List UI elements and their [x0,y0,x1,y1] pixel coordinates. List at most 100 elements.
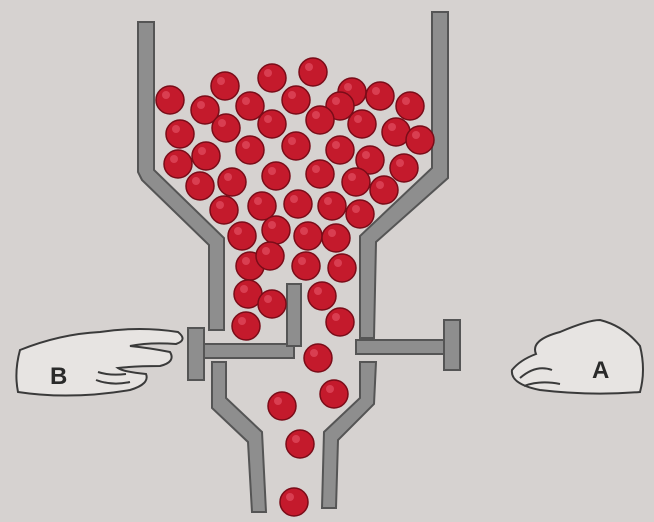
ball [192,142,220,170]
ball-highlight [348,173,356,181]
ball [280,488,308,516]
hand-b-outline [16,329,182,396]
ball [232,312,260,340]
ball [396,92,424,120]
ball-highlight [218,119,226,127]
ball-highlight [217,77,225,85]
ball [306,106,334,134]
ball-highlight [198,147,206,155]
ball-highlight [170,155,178,163]
ball [406,126,434,154]
ball-highlight [352,205,360,213]
ball-highlight [224,173,232,181]
ball [328,254,356,282]
ball-highlight [238,317,246,325]
hand-a-label: A [592,357,609,384]
ball-highlight [162,91,170,99]
ball [282,132,310,160]
ball-highlight [334,259,342,267]
ball-highlight [305,63,313,71]
ball [326,308,354,336]
ball-highlight [242,97,250,105]
ball [262,216,290,244]
ball-highlight [264,69,272,77]
ball [262,162,290,190]
ball [299,58,327,86]
ball-highlight [376,181,384,189]
ball [236,136,264,164]
ball [366,82,394,110]
ball [258,64,286,92]
ball-highlight [286,493,294,501]
ball [282,86,310,114]
ball-highlight [240,285,248,293]
hand-a: A [512,320,643,394]
ball [186,172,214,200]
ball-highlight [192,177,200,185]
hand-a-outline [512,320,643,394]
ball-highlight [242,257,250,265]
ball [390,154,418,182]
ball-highlight [372,87,380,95]
hand-b: B [16,329,182,396]
ball [308,282,336,310]
ball-highlight [344,83,352,91]
ball [294,222,322,250]
ball-highlight [262,247,270,255]
ball [211,72,239,100]
ball [346,200,374,228]
ball-highlight [388,123,396,131]
gate-b-handle [188,328,204,380]
ball [212,114,240,142]
ball [258,290,286,318]
ball [370,176,398,204]
ball [306,160,334,188]
ball-highlight [268,221,276,229]
ball [218,168,246,196]
ball-highlight [300,227,308,235]
ball-highlight [312,165,320,173]
ball [210,196,238,224]
ball [320,380,348,408]
ball-highlight [242,141,250,149]
ball-highlight [268,167,276,175]
ball-highlight [396,159,404,167]
outlet-left-wall [212,362,266,512]
ball-highlight [197,101,205,109]
ball-highlight [324,197,332,205]
ball [304,344,332,372]
gate-a-plate [356,340,446,354]
ball-highlight [310,349,318,357]
ball [286,430,314,458]
hand-b-label: B [50,363,67,390]
ball [164,150,192,178]
ball [322,224,350,252]
ball-highlight [254,197,262,205]
ball-highlight [288,91,296,99]
ball-highlight [312,111,320,119]
gate-b-plate [204,344,294,358]
ball-highlight [314,287,322,295]
ball [248,192,276,220]
ball-highlight [328,229,336,237]
ball-highlight [274,397,282,405]
ball-highlight [362,151,370,159]
ball-highlight [354,115,362,123]
ball [348,110,376,138]
ball-highlight [326,385,334,393]
ball [166,120,194,148]
gate-a-handle [444,320,460,370]
ball-highlight [234,227,242,235]
ball-highlight [402,97,410,105]
ball-highlight [172,125,180,133]
ball [258,110,286,138]
ball-highlight [292,435,300,443]
gate-b-stop [287,284,301,346]
ball [326,136,354,164]
ball-highlight [332,141,340,149]
ball [256,242,284,270]
ball [156,86,184,114]
ball-highlight [298,257,306,265]
